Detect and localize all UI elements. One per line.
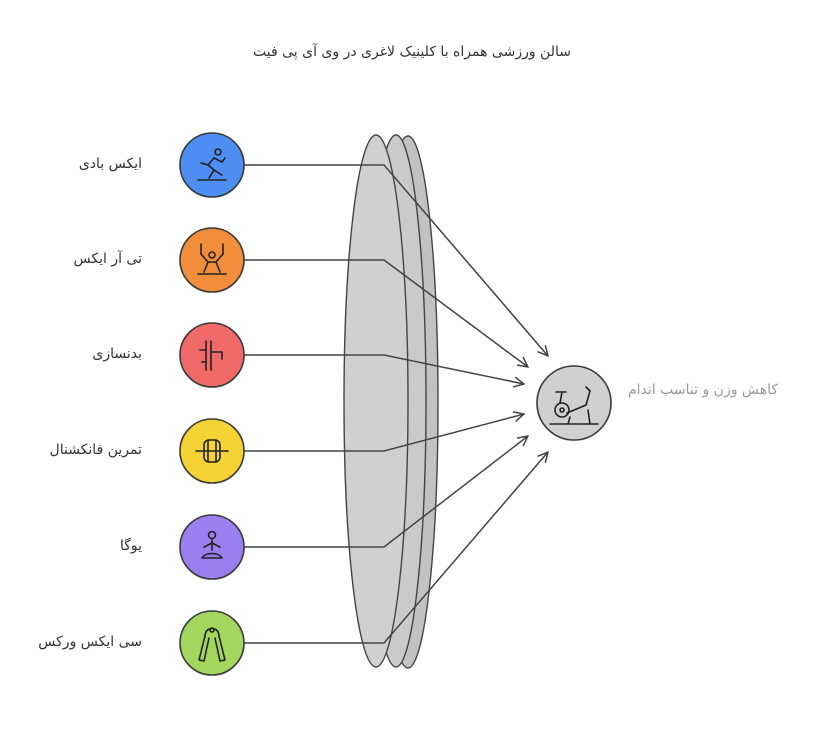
node-xbody[interactable] [179,132,245,198]
meditation-icon [201,530,223,559]
flexing-person-icon [199,340,223,371]
label-trx: تی آر ایکس [73,251,142,267]
node-circle [179,227,245,293]
node-cxworx[interactable] [179,610,245,676]
node-trx[interactable] [179,227,245,293]
connectors [244,164,548,644]
connector-cxworx [244,452,548,644]
exercise-bike-icon [549,386,599,425]
label-cxworx: سی ایکس ورکس [38,634,142,650]
suspension-trainer-icon [197,243,227,275]
label-functional: تمرین فانکشنال [49,442,142,458]
lens [343,134,439,669]
label-bodybuilding: بدنسازی [92,346,142,362]
node-yoga[interactable] [179,514,245,580]
node-circle [536,365,612,441]
diagram-title: سالن ورزشی همراه با کلینیک لاغری در وی آ… [253,44,571,60]
connector-bodybuilding [244,354,524,384]
kettlebell-wheel-icon [195,439,229,463]
label-xbody: ایکس بادی [78,156,142,172]
label-yoga: یوگا [119,538,142,554]
connector-functional [244,414,524,452]
label-output: کاهش وزن و تناسب اندام [628,382,779,398]
node-circle [179,322,245,388]
node-circle [179,610,245,676]
connector-yoga [244,436,528,548]
node-circle [179,132,245,198]
connector-trx [244,259,528,367]
node-functional[interactable] [179,418,245,484]
node-bodybuilding[interactable] [179,322,245,388]
running-person-icon [197,148,227,181]
node-output[interactable] [536,365,612,441]
connector-xbody [244,164,548,356]
hand-grip-icon [198,627,226,662]
